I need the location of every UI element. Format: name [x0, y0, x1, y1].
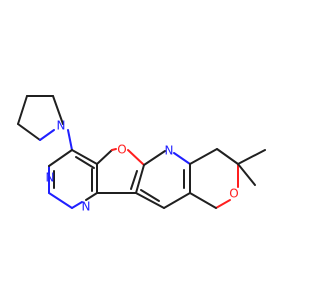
molecule-canvas: N O N O N N — [17, 95, 266, 214]
pyrrolidine-to-core-bond — [67, 129, 73, 151]
pyrimidine-bond — [48, 149, 73, 167]
pyrimidine-n-bond — [48, 192, 73, 209]
pyridine-bond — [163, 192, 191, 209]
furan-oxygen-label: O — [117, 143, 126, 157]
pyrimidine-n-bond — [71, 201, 83, 209]
pyrimidine-upper-nitrogen-label: N — [46, 171, 55, 185]
furan-o-bond — [111, 148, 117, 151]
furan-double-bond — [130, 170, 138, 190]
pyrimidine-bond — [71, 149, 98, 165]
pyran-bond — [216, 148, 239, 165]
methyl-bond — [237, 149, 266, 165]
pyrimidine-double-bond — [75, 156, 95, 169]
pyran-bond — [189, 148, 218, 165]
furan-o-bond — [127, 149, 145, 166]
furan-bond — [135, 164, 145, 194]
atom-labels: N O N O N N — [46, 119, 239, 214]
bond-lines — [17, 95, 266, 209]
pyridine-bond — [135, 192, 165, 209]
furan-bond — [96, 149, 113, 165]
pyran-o-bond — [215, 199, 231, 209]
pyridine-n-bond — [173, 152, 191, 165]
pyrrolidine-bond — [52, 95, 64, 125]
pyrrolidine-n-bond — [39, 129, 55, 141]
pyrimidine-bond — [85, 192, 98, 201]
pyran-bond — [189, 192, 217, 209]
pyran-oxygen-label: O — [229, 187, 238, 201]
pyrrolidine-nitrogen-label: N — [57, 119, 66, 133]
pyridine-nitrogen-label: N — [165, 144, 174, 158]
pyridine-double-bond — [140, 189, 160, 202]
pyridine-bond — [143, 150, 166, 166]
pyrrolidine-bond — [17, 95, 28, 125]
methyl-bond — [237, 163, 256, 186]
pyrimidine-lower-nitrogen-label: N — [82, 200, 91, 214]
pyrrolidine-bond — [17, 123, 41, 141]
chemical-structure-diagram: N O N O N N — [17, 95, 266, 214]
